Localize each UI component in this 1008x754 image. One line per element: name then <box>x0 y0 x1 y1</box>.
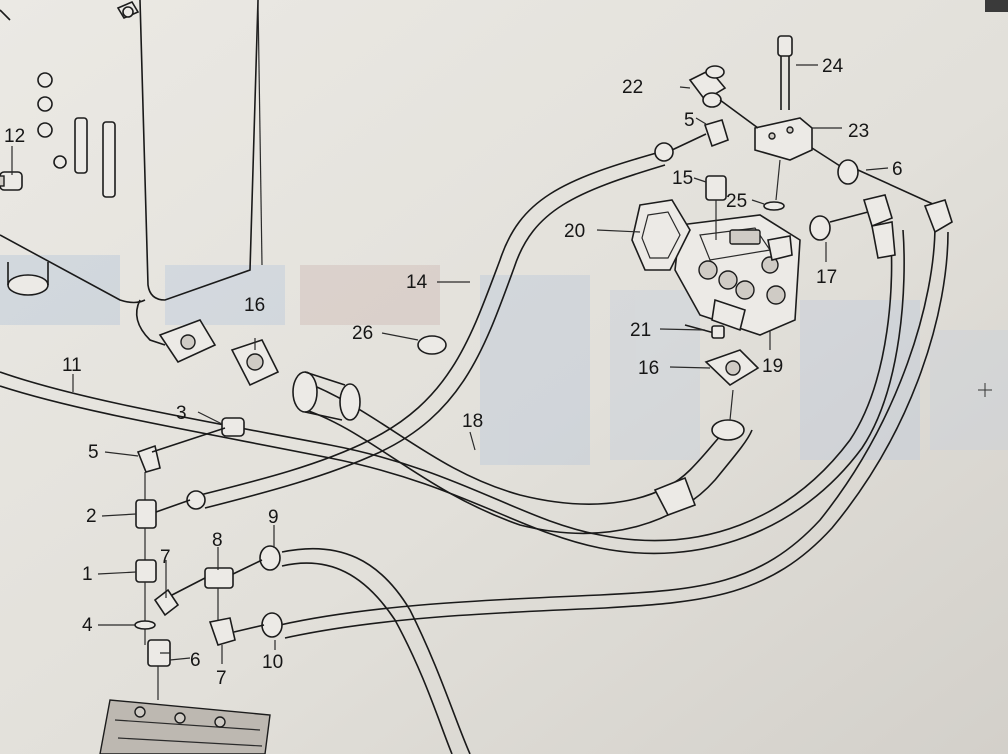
valve-block <box>654 35 953 259</box>
callout-18: 18 <box>462 411 483 432</box>
callout-14: 14 <box>406 272 428 293</box>
callout-7-lower: 7 <box>216 668 227 689</box>
callout-24: 24 <box>822 56 844 77</box>
callout-8: 8 <box>212 530 223 551</box>
callout-10: 10 <box>262 652 283 673</box>
callout-17: 17 <box>816 267 837 288</box>
control-valve-base <box>99 699 271 754</box>
callout-9: 9 <box>268 507 279 528</box>
lower-fittings <box>134 335 447 700</box>
callout-2: 2 <box>86 506 97 527</box>
callout-labels: 12 11 3 5 2 1 4 6 7 8 9 7 10 16 14 26 18… <box>4 56 903 689</box>
callout-16-left: 16 <box>244 295 265 316</box>
fitting-12 <box>0 171 23 191</box>
hose-lines <box>0 151 949 754</box>
callout-16-right: 16 <box>638 358 659 379</box>
screen-bezel <box>985 0 1008 12</box>
callout-15: 15 <box>672 168 693 189</box>
mouse-cursor <box>978 383 992 397</box>
callout-23: 23 <box>848 121 869 142</box>
callout-3: 3 <box>176 403 187 424</box>
callout-21: 21 <box>630 320 651 341</box>
callout-26: 26 <box>352 323 373 344</box>
callout-5-top: 5 <box>684 110 695 131</box>
callout-19: 19 <box>762 356 783 377</box>
callout-12: 12 <box>4 126 25 147</box>
callout-4: 4 <box>82 615 93 636</box>
clamp-16-left <box>230 339 361 421</box>
callout-25: 25 <box>726 191 747 212</box>
callout-1: 1 <box>82 564 93 585</box>
callout-11: 11 <box>62 355 82 376</box>
callout-5-left: 5 <box>88 442 99 463</box>
hydraulic-tank <box>0 0 263 346</box>
background-watermark <box>0 255 1008 465</box>
tank-flange <box>158 319 217 364</box>
callout-20: 20 <box>564 221 585 242</box>
callout-6-right: 6 <box>892 159 903 180</box>
callout-7-upper: 7 <box>160 547 171 568</box>
callout-6-bottom: 6 <box>190 650 201 671</box>
pump-assembly <box>631 199 801 516</box>
leader-lines <box>11 64 889 664</box>
callout-22: 22 <box>622 77 643 98</box>
